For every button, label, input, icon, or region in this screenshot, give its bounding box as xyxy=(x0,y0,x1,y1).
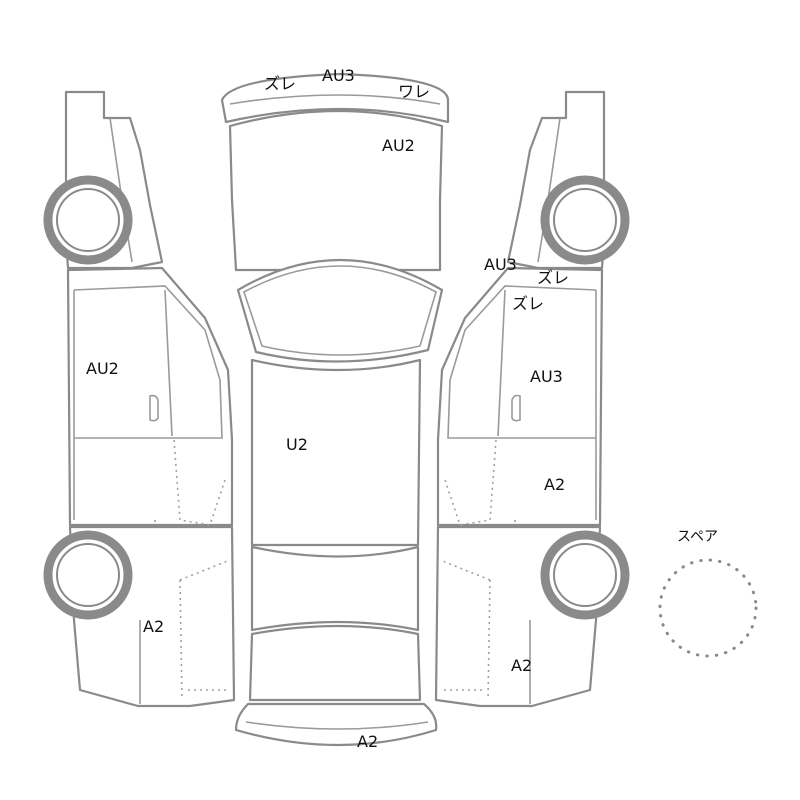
hood xyxy=(228,109,444,272)
rear-roof xyxy=(250,545,420,632)
label-right-front-door: AU3 xyxy=(530,367,563,386)
left-rear-wheel xyxy=(43,530,133,620)
label-left-rear-fender: A2 xyxy=(143,617,165,636)
label-right-pillar-code: AU3 xyxy=(484,255,517,274)
label-right-rear-door: A2 xyxy=(544,475,566,494)
label-roof-front-left: ズレ xyxy=(264,74,297,93)
label-hood: AU2 xyxy=(382,136,415,155)
left-side-view xyxy=(64,90,236,708)
roof xyxy=(250,358,422,547)
spare-tire-marker xyxy=(658,558,758,658)
left-front-wheel xyxy=(43,175,133,265)
label-roof-center: U2 xyxy=(286,435,308,454)
label-rear-bumper: A2 xyxy=(357,732,379,751)
rear-bumper xyxy=(234,702,438,747)
label-right-pillar-mark-2: ズレ xyxy=(512,294,545,313)
label-right-rear-fender: A2 xyxy=(511,656,533,675)
top-view xyxy=(220,72,450,747)
label-roof-front-right: ワレ xyxy=(398,82,431,101)
label-roof-front-center: AU3 xyxy=(322,66,355,85)
label-right-pillar-mark-1: ズレ xyxy=(537,268,570,287)
label-spare: スペア xyxy=(677,529,719,545)
front-bumper xyxy=(220,72,450,124)
label-left-front-door: AU2 xyxy=(86,359,119,378)
right-front-wheel xyxy=(540,175,630,265)
tailgate xyxy=(248,624,422,702)
right-rear-wheel xyxy=(540,530,630,620)
windshield xyxy=(236,258,444,363)
